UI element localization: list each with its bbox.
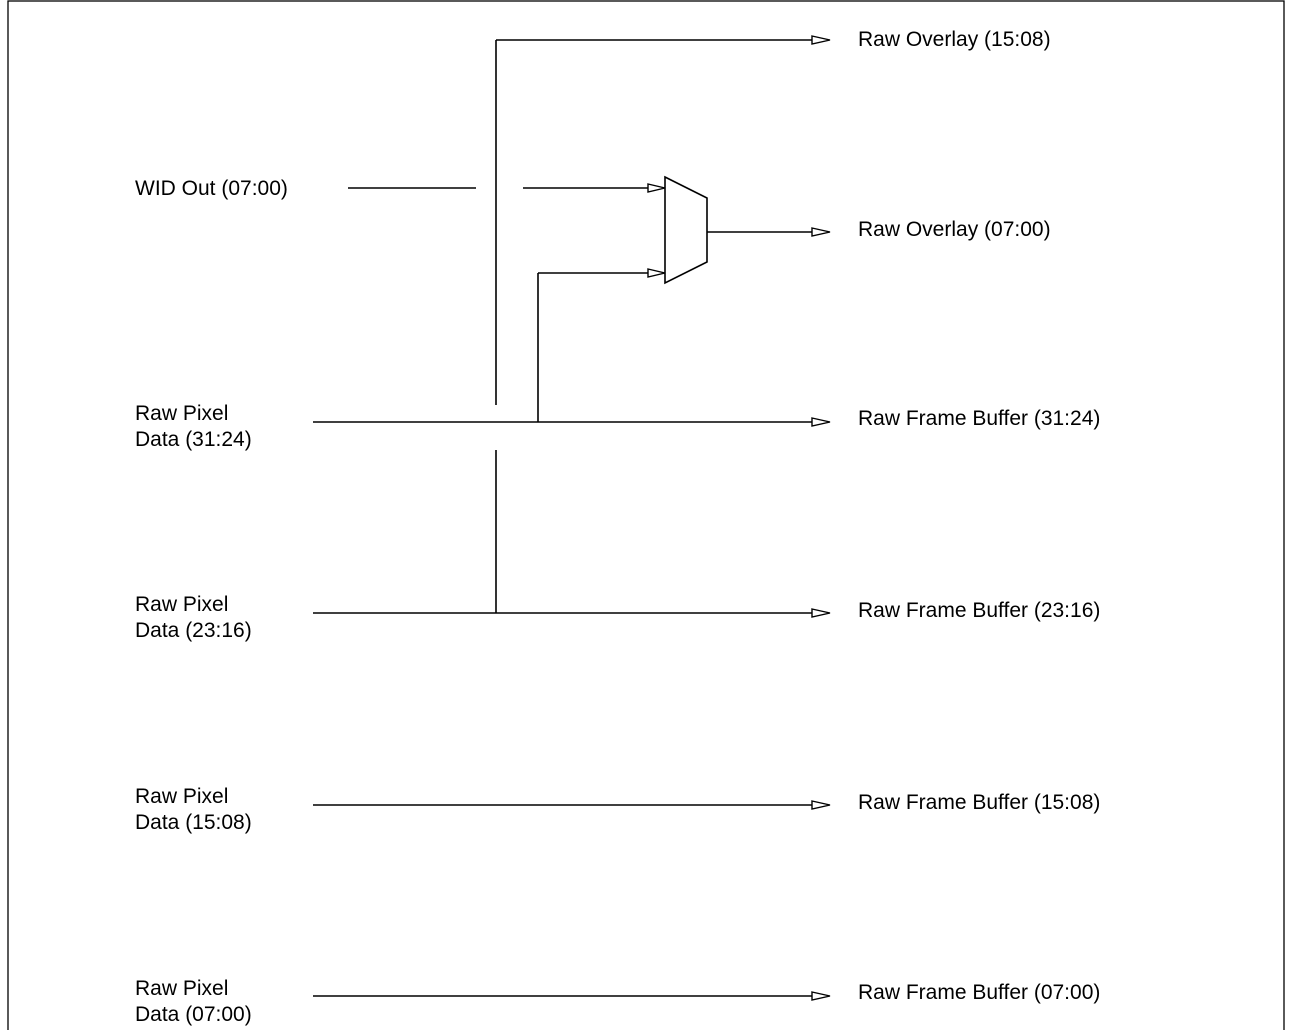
- arrowhead-frame-buffer-23-16: [811, 608, 831, 618]
- raw-pixel-15-08-label-line1: Raw Pixel: [135, 785, 228, 808]
- arrowhead-frame-buffer-07-00: [811, 991, 831, 1001]
- arrowhead-frame-buffer-15-08: [811, 800, 831, 810]
- raw-pixel-23-16-label-line1: Raw Pixel: [135, 593, 228, 616]
- arrowhead-overlay-07-00: [811, 227, 831, 237]
- raw-pixel-31-24-label-line2: Data (31:24): [135, 428, 252, 451]
- raw-pixel-07-00-label-line2: Data (07:00): [135, 1003, 252, 1026]
- raw-frame-buffer-23-16-label: Raw Frame Buffer (23:16): [858, 599, 1100, 622]
- raw-frame-buffer-07-00-label: Raw Frame Buffer (07:00): [858, 981, 1100, 1004]
- arrowhead-mux-input-pixel: [647, 268, 666, 278]
- arrowhead-overlay-15-08: [811, 35, 831, 45]
- raw-pixel-07-00-label-line1: Raw Pixel: [135, 977, 228, 1000]
- multiplexer: [664, 175, 708, 285]
- raw-overlay-07-00-label: Raw Overlay (07:00): [858, 218, 1051, 241]
- raw-pixel-15-08-label-line2: Data (15:08): [135, 811, 252, 834]
- raw-frame-buffer-15-08-label: Raw Frame Buffer (15:08): [858, 791, 1100, 814]
- arrowhead-mux-input-wid: [647, 183, 666, 193]
- diagram-border: [7, 0, 1285, 1030]
- raw-pixel-31-24-label-line1: Raw Pixel: [135, 402, 228, 425]
- wid-out-label: WID Out (07:00): [135, 177, 288, 200]
- raw-overlay-15-08-label: Raw Overlay (15:08): [858, 28, 1051, 51]
- arrowhead-frame-buffer-31-24: [811, 417, 831, 427]
- raw-frame-buffer-31-24-label: Raw Frame Buffer (31:24): [858, 407, 1100, 430]
- raw-pixel-23-16-label-line2: Data (23:16): [135, 619, 252, 642]
